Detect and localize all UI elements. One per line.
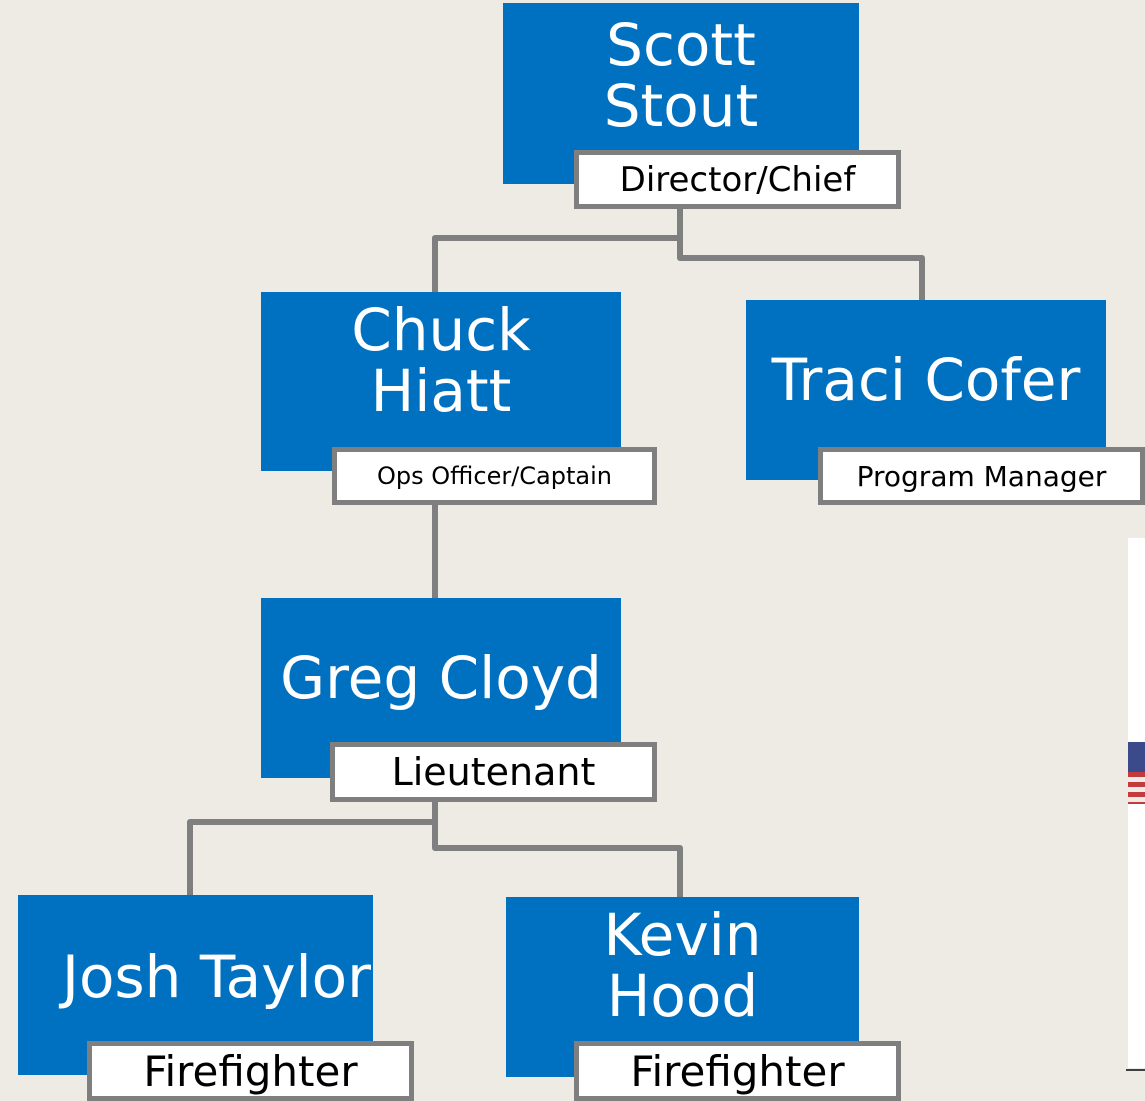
node-scott-stout-name-line-2: Stout	[603, 72, 759, 141]
node-kevin-hood-title: Firefighter	[574, 1041, 901, 1101]
node-kevin-hood-name-line-2: Hood	[606, 962, 759, 1031]
node-traci-cofer-title: Program Manager	[818, 447, 1145, 505]
node-chuck-hiatt-name-line-1: Chuck	[351, 296, 531, 364]
node-josh-taylor-title: Firefighter	[87, 1041, 414, 1101]
node-josh-taylor-name-line-1: Josh Taylor	[61, 943, 371, 1011]
node-chuck-hiatt-box: Chuck Hiatt	[261, 292, 621, 471]
node-scott-stout-box: Scott Stout	[503, 3, 859, 184]
connector-greg-cloyd-to-kevin-hood	[432, 822, 683, 897]
connector-scott-stout-to-chuck-hiatt	[432, 205, 683, 292]
node-scott-stout-title: Director/Chief	[574, 150, 901, 209]
node-greg-cloyd-title: Lieutenant	[330, 742, 657, 802]
connector-greg-cloyd-to-josh-taylor	[187, 800, 438, 895]
node-traci-cofer-name-line-1: Traci Cofer	[771, 346, 1081, 414]
node-scott-stout-name-line-1: Scott	[606, 11, 756, 79]
node-chuck-hiatt-name-line-2: Hiatt	[370, 357, 512, 426]
connector-scott-stout-to-traci-cofer	[677, 238, 925, 300]
node-greg-cloyd-name-line-1: Greg Cloyd	[280, 644, 602, 712]
american-flag-icon	[1128, 742, 1145, 804]
node-chuck-hiatt-title: Ops Officer/Captain	[332, 447, 657, 505]
node-kevin-hood-name-line-1: Kevin	[603, 901, 762, 969]
